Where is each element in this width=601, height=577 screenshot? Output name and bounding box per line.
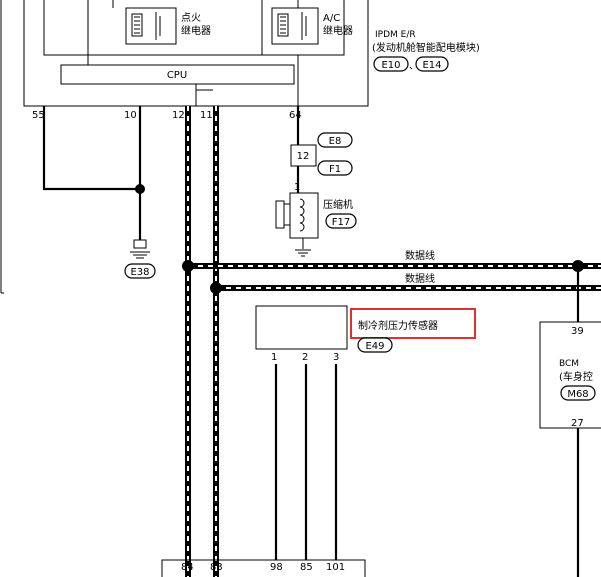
ground-icon [295, 249, 311, 257]
compressor-clutch-icon [275, 200, 285, 229]
ac-relay: A/C 继电器 [261, 0, 353, 55]
coil-icon [299, 198, 305, 232]
ground-connector-e38 [124, 263, 156, 279]
ipdm-pin-12: 12 [172, 110, 185, 121]
ac-relay-line2: 继电器 [323, 24, 353, 37]
bottom-module-box [161, 559, 366, 577]
svg-text:E10: E10 [381, 60, 400, 71]
bcm-subtitle: (车身控 [559, 370, 593, 383]
ground-icon [130, 251, 150, 259]
compressor-circuit: 12 E8 F1 1 压缩机 F17 [275, 106, 357, 257]
compressor-box [289, 192, 319, 239]
data-bus-lines: 数据线 数据线 [182, 106, 601, 577]
compressor-pin-1: 1 [294, 182, 300, 193]
ignition-relay-line1: 点火 [181, 12, 201, 24]
cpu-label: CPU [167, 70, 187, 81]
ac-relay-box [271, 7, 319, 45]
sensor-pin-1: 1 [271, 352, 277, 363]
bcm-title: BCM [559, 359, 579, 369]
bcm-pin-39: 39 [571, 326, 584, 337]
bottom-pin-101: 101 [326, 562, 345, 573]
sensor-box [255, 305, 348, 350]
bcm-box [539, 321, 601, 429]
ipdm-connector-e10 [373, 56, 409, 72]
connector-f1 [317, 160, 353, 176]
refrigerant-pressure-sensor: 制冷剂压力传感器 E49 1 2 3 [255, 305, 476, 560]
bottom-pin-84: 84 [181, 562, 194, 573]
fuse-pin-12: 12 [297, 151, 310, 162]
coil-icon [131, 13, 143, 37]
sensor-highlight-box [350, 308, 476, 339]
wire-pin55 [42, 106, 140, 191]
svg-text:M68: M68 [567, 389, 588, 400]
ipdm-pin-10: 10 [124, 110, 137, 121]
bottom-pin-85: 85 [300, 562, 313, 573]
svg-text:E49: E49 [365, 341, 384, 352]
ipdm-inner-box [43, 0, 345, 56]
ignition-relay-line2: 继电器 [181, 24, 211, 37]
coil-icon [277, 13, 289, 37]
ignition-relay-box [125, 7, 177, 45]
ipdm-connector-separator: 、 [409, 61, 419, 72]
ac-relay-line1: A/C [323, 13, 340, 24]
bus-label-1: 数据线 [405, 249, 435, 262]
bottom-pin-83: 83 [210, 562, 223, 573]
bottom-pin-98: 98 [270, 562, 283, 573]
bcm-module: 39 BCM (车身控 M68 27 [539, 266, 601, 577]
ground-circuit: E38 [42, 106, 156, 279]
splice-dot [135, 184, 145, 194]
fuse-box [290, 144, 317, 167]
svg-text:E8: E8 [329, 136, 342, 147]
connector-m68 [560, 385, 596, 401]
ipdm-pin-55: 55 [32, 110, 45, 121]
ipdm-title: IPDM E/R [375, 30, 416, 40]
ipdm-module: CPU 点火 继电器 A/C 继电器 [23, 0, 480, 121]
ground-terminal [133, 239, 147, 249]
svg-text:E38: E38 [130, 267, 149, 278]
bus-label-2: 数据线 [405, 272, 435, 285]
connector-e49 [357, 337, 393, 353]
svg-text:E14: E14 [422, 60, 441, 71]
ipdm-connector-e14 [415, 56, 449, 72]
ipdm-subtitle: (发动机舱智能配电模块) [372, 41, 480, 54]
bcm-pin-27: 27 [571, 418, 584, 429]
connector-f17 [325, 213, 357, 229]
cpu-box [60, 64, 295, 85]
svg-text:F1: F1 [329, 164, 341, 175]
svg-text:F17: F17 [332, 217, 350, 228]
bottom-module: 84 83 98 85 101 [161, 559, 366, 577]
bus-splice-1 [182, 260, 194, 272]
sensor-label: 制冷剂压力传感器 [358, 319, 438, 332]
bus-splice-2 [210, 282, 222, 294]
ipdm-pin-11: 11 [200, 110, 213, 121]
connector-e8 [317, 132, 353, 148]
ignition-relay: 点火 继电器 [87, 0, 211, 55]
sensor-pin-3: 3 [333, 352, 339, 363]
sensor-pin-2: 2 [302, 352, 308, 363]
compressor-label: 压缩机 [323, 198, 353, 211]
ipdm-pin-64: 64 [289, 110, 302, 121]
